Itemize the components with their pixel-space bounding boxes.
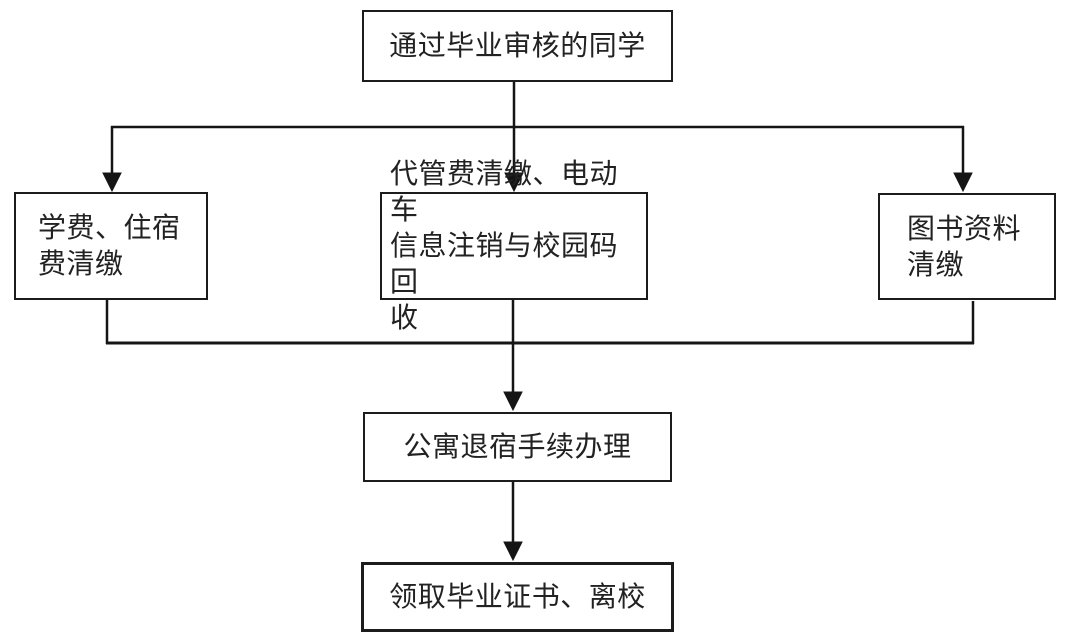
node-tuition-fees: 学费、住宿 费清缴 — [14, 192, 208, 300]
node-diploma-leave: 领取毕业证书、离校 — [361, 562, 674, 632]
arrowhead-library — [953, 172, 973, 193]
node-custodial-fees: 代管费清缴、电动车 信息注销与校园码回 收 — [380, 158, 648, 333]
arrowhead-custodial — [504, 172, 524, 193]
node-dorm-checkout: 公寓退宿手续办理 — [363, 412, 672, 482]
arrowhead-leave — [503, 541, 523, 562]
node-start-label: 通过毕业审核的同学 — [389, 30, 646, 62]
node-library-materials: 图书资料 清缴 — [878, 193, 1056, 300]
node-library-materials-label: 图书资料 清缴 — [907, 212, 1022, 280]
node-custodial-fees-label: 代管费清缴、电动车 信息注销与校园码回 收 — [390, 158, 619, 333]
node-start: 通过毕业审核的同学 — [362, 10, 673, 82]
arrowhead-tuition — [102, 172, 122, 193]
arrowhead-dorm — [503, 391, 523, 412]
node-diploma-leave-label: 领取毕业证书、离校 — [389, 581, 646, 613]
node-tuition-fees-label: 学费、住宿 费清缴 — [38, 212, 181, 279]
node-dorm-checkout-label: 公寓退宿手续办理 — [403, 431, 632, 463]
